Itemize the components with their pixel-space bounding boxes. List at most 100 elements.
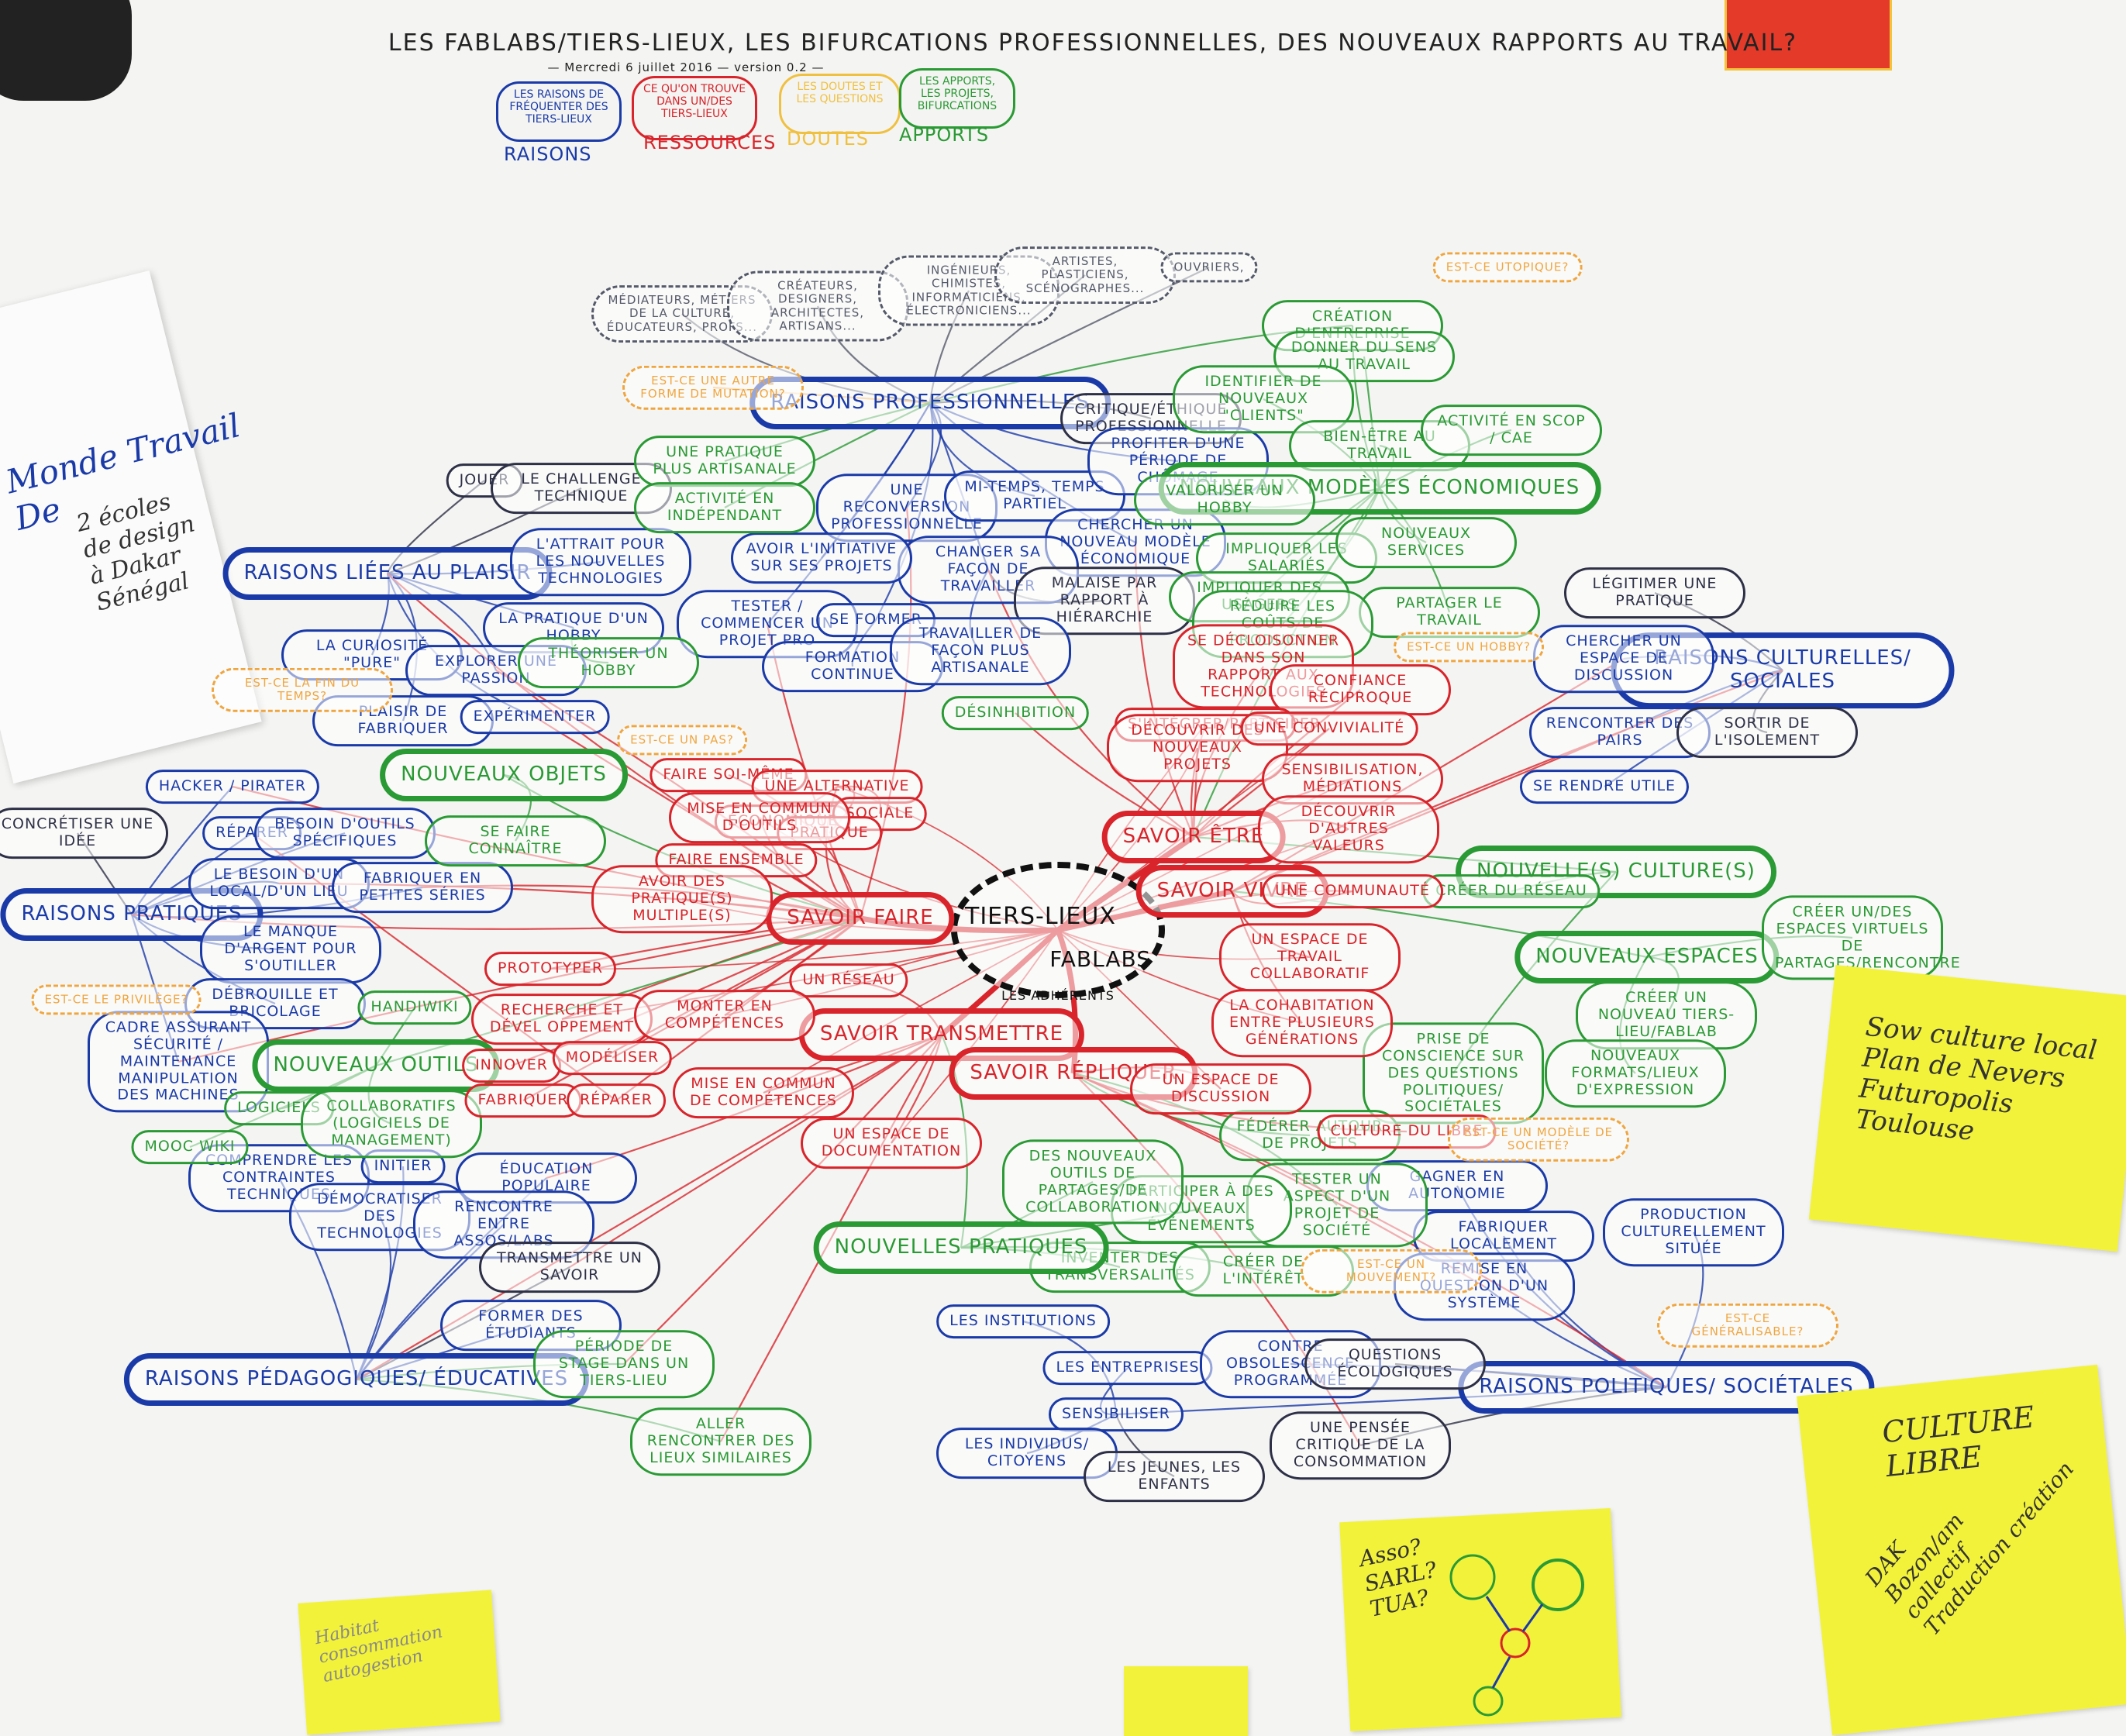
node-nvespaces[interactable]: Nouveaux espaces <box>1514 931 1780 983</box>
node-ecologiques[interactable]: Questions écologiques <box>1304 1338 1486 1390</box>
node-nvobjets[interactable]: Nouveaux objets <box>380 749 628 801</box>
sticky-note-asso-drawing <box>1449 1554 1584 1717</box>
node-theoriser[interactable]: Théoriser un hobby <box>518 637 699 688</box>
node-institutions[interactable]: Les institutions <box>936 1304 1110 1338</box>
node-rplaisir[interactable]: Raisons liées au plaisir <box>222 547 553 600</box>
node-production[interactable]: Production culturellement située <box>1603 1198 1784 1266</box>
node-reseauR[interactable]: Un réseau <box>789 963 908 997</box>
legend-box-apports: Les apports, les projets, bifurcations <box>899 68 1015 129</box>
node-cadre[interactable]: Cadre assurant sécurité / maintenance ma… <box>88 1011 269 1113</box>
node-utile[interactable]: Se rendre utile <box>1519 770 1690 804</box>
dark-object <box>0 0 132 101</box>
node-artisanale[interactable]: Travailler de façon plus artisanale <box>890 617 1071 685</box>
sticky-note-asso-text: Asso? SARL? TUA? <box>1356 1534 1439 1622</box>
node-espacediscussion[interactable]: Un espace de discussion <box>1130 1063 1311 1114</box>
node-nvpratiques[interactable]: Nouvelles pratiques <box>813 1221 1109 1274</box>
node-jeunes[interactable]: Les jeunes, les enfants <box>1084 1451 1265 1502</box>
red-box <box>1725 0 1892 71</box>
node-d2[interactable]: Est-ce la fin du temps? <box>212 667 393 712</box>
legend-label-apports: Apports <box>899 124 990 146</box>
node-sensibiliser[interactable]: Sensibiliser <box>1048 1397 1184 1431</box>
legend-label-doutes: Doutes <box>787 128 869 150</box>
node-reparer2[interactable]: Réparer <box>567 1083 666 1118</box>
node-miseencompet[interactable]: Mise en commun de compétences <box>673 1067 854 1118</box>
center-members-label: les adhérents <box>1001 988 1115 1004</box>
node-d8[interactable]: Est-ce un mouvement? <box>1301 1249 1482 1293</box>
node-nvoutilspartage[interactable]: Des nouveaux outils de partages/de colla… <box>1002 1139 1184 1224</box>
node-collab[interactable]: Collaboratifs (logiciels de management) <box>301 1090 482 1158</box>
node-d4[interactable]: Est-ce un hobby? <box>1394 632 1544 663</box>
node-entreprises[interactable]: Les entreprises <box>1042 1351 1213 1385</box>
node-hacker[interactable]: Hacker / pirater <box>145 770 320 804</box>
node-savfaire[interactable]: Savoir faire <box>766 892 955 945</box>
node-mooc[interactable]: MOOC wiki <box>131 1130 249 1164</box>
node-decouvrirprojets[interactable]: Découvrir des nouveaux projets <box>1107 714 1288 782</box>
node-savetre[interactable]: Savoir être <box>1101 811 1286 863</box>
node-services[interactable]: Nouveaux services <box>1335 517 1517 568</box>
center-node[interactable]: Tiers-lieux Fablabs les adhérents <box>951 862 1165 1003</box>
node-argent[interactable]: Le manque d'argent pour s'outiller <box>200 915 381 983</box>
node-conscience[interactable]: Prise de conscience sur des questions po… <box>1363 1022 1544 1125</box>
node-rpol[interactable]: Raisons politiques/ sociétales <box>1458 1361 1875 1414</box>
node-tester[interactable]: Tester / commencer un projet pro <box>677 590 858 658</box>
node-pratiquesmult[interactable]: Avoir des pratique(s) multiple(s) <box>591 865 773 933</box>
node-artistes[interactable]: Artistes, plasticiens, scénographes... <box>994 246 1176 304</box>
node-d9[interactable]: Est-ce généralisable? <box>1657 1303 1838 1348</box>
center-secondary-label: Fablabs <box>1049 946 1151 973</box>
node-cohabitation[interactable]: La cohabitation entre plusieurs générati… <box>1211 989 1393 1057</box>
legend-box-raisons: Les raisons de fréquenter des tiers-lieu… <box>496 81 622 142</box>
page-title: Les Fablabs/Tiers-lieux, les bifurcation… <box>388 29 1798 57</box>
sticky-note-right-text: Sow culture local Plan de Nevers Futurop… <box>1854 1011 2099 1147</box>
node-reseau[interactable]: Créer du réseau <box>1422 874 1601 908</box>
node-desinhibition[interactable]: Désinhibition <box>941 696 1090 730</box>
node-documentation[interactable]: Un espace de documentation <box>801 1118 982 1169</box>
node-consommation[interactable]: Une pensée critique de la consommation <box>1270 1411 1451 1479</box>
node-espacediscu[interactable]: Chercher un espace de discussion <box>1533 625 1714 693</box>
node-d7[interactable]: Est-ce un modèle de société? <box>1448 1117 1629 1162</box>
node-rprof[interactable]: Raisons professionnelles <box>749 377 1111 429</box>
node-partager[interactable]: Partager le travail <box>1359 587 1540 638</box>
node-transmettre[interactable]: Transmettre un savoir <box>479 1242 660 1293</box>
center-main-label: Tiers-lieux <box>965 902 1116 930</box>
node-besoinoutils[interactable]: Besoin d'outils spécifiques <box>254 808 436 859</box>
node-formats[interactable]: Nouveaux formats/lieux d'expression <box>1545 1039 1726 1107</box>
node-rpeda[interactable]: Raisons pédagogiques/ éducatives <box>123 1353 590 1406</box>
node-lieuxsim[interactable]: Aller rencontrer des lieux similaires <box>630 1407 811 1476</box>
node-miseencommun[interactable]: Mise en commun d'outils <box>669 792 850 843</box>
node-initier[interactable]: Avoir l'initiative sur ses projets <box>731 532 912 584</box>
node-communaute[interactable]: Une communauté <box>1262 874 1443 908</box>
node-challenge[interactable]: Le challenge technique <box>491 463 672 514</box>
node-d1[interactable]: Est-ce une autre forme de mutation? <box>622 365 804 410</box>
node-connaitre[interactable]: Se faire connaître <box>425 815 606 866</box>
node-independant[interactable]: Activité en indépendant <box>634 482 815 533</box>
node-modeliser[interactable]: Modéliser <box>552 1041 673 1075</box>
node-prototyper[interactable]: Prototyper <box>484 952 617 986</box>
node-innover[interactable]: Innover <box>462 1049 561 1083</box>
node-d3[interactable]: Est-ce un pas? <box>617 725 747 756</box>
node-valeurs[interactable]: Découvrir d'autres valeurs <box>1258 795 1439 863</box>
node-d5[interactable]: Est-ce le privilège? <box>31 984 202 1015</box>
node-competences[interactable]: Monter en compétences <box>634 990 815 1041</box>
node-legitimer[interactable]: Légitimer une pratique <box>1564 567 1745 618</box>
node-scop[interactable]: Activité en SCOP / CAE <box>1421 405 1602 456</box>
node-attrait[interactable]: L'attrait pour les nouvelles technologie… <box>510 528 691 596</box>
node-valoriser[interactable]: Valoriser un hobby <box>1134 474 1315 525</box>
node-concretiser[interactable]: Concrétiser une idée <box>0 808 168 859</box>
node-confiance[interactable]: Confiance réciproque <box>1270 664 1451 715</box>
node-travailcollab[interactable]: Un espace de travail collaboratif <box>1219 923 1401 991</box>
node-handwiki[interactable]: Handiwiki <box>357 990 472 1025</box>
link-stage-savtrans <box>623 1034 942 1365</box>
node-experimenter[interactable]: Expérimenter <box>460 700 610 734</box>
node-d6[interactable]: Est-ce utopique? <box>1432 252 1583 283</box>
node-recherche[interactable]: Recherche et dével oppement <box>471 994 653 1045</box>
node-artisanale2[interactable]: Une pratique plus artisanale <box>634 436 815 487</box>
node-ouvriers[interactable]: Ouvriers, <box>1160 252 1258 283</box>
node-convivialite[interactable]: Une convivialité <box>1240 711 1418 746</box>
node-fabriquer[interactable]: Fabriquer <box>464 1083 582 1118</box>
node-series[interactable]: Fabriquer en petites séries <box>332 862 513 913</box>
node-stage[interactable]: Période de stage dans un tiers-lieu <box>533 1330 715 1398</box>
node-isolement[interactable]: Sortir de l'isolement <box>1676 707 1858 758</box>
legend-box-ressources: Ce qu'on trouve dans un/des tiers-lieux <box>632 76 757 140</box>
legend-box-doutes: Les doutes et les questions <box>779 74 901 134</box>
